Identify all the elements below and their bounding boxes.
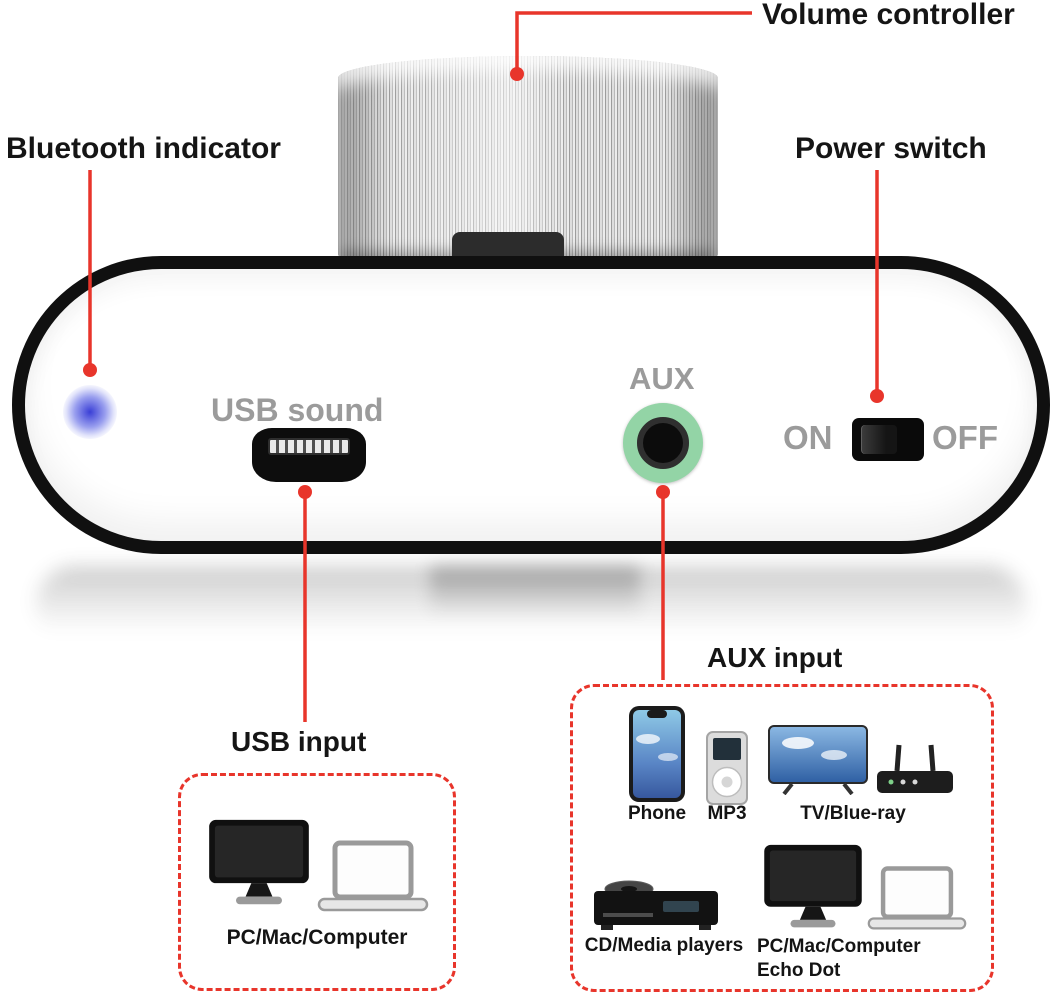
pc-mac-computer-label: PC/Mac/Computer Echo Dot (757, 935, 921, 983)
phone-icon (629, 706, 685, 802)
aux-devices-box: Phone MP3 TV/Blue-ray CD/Media players P… (570, 684, 994, 992)
power-switch-knob (861, 425, 897, 454)
usb-sound-label: USB sound (211, 392, 384, 428)
tv-icon (768, 725, 868, 795)
usb-devices-box: PC/Mac/Computer (178, 773, 456, 991)
bluetooth-indicator-callout: Bluetooth indicator (6, 132, 281, 165)
bluetooth-led-indicator (63, 385, 117, 439)
on-label: ON (783, 419, 833, 456)
aux-jack-port (623, 403, 703, 483)
usb-devices-caption: PC/Mac/Computer (226, 926, 408, 949)
aux-input-callout: AUX input (707, 642, 843, 673)
power-switch-callout: Power switch (795, 132, 987, 165)
device-reflection (36, 566, 1026, 644)
power-switch (852, 418, 924, 461)
desktop-monitor-icon (764, 844, 862, 928)
router-icon (877, 744, 953, 793)
desktop-monitor-icon (209, 819, 309, 905)
volume-controller-callout: Volume controller (762, 0, 1015, 31)
mp3-player-icon (706, 731, 748, 805)
cd-player-icon (594, 880, 718, 930)
cd-media-players-label: CD/Media players (584, 935, 744, 956)
amplifier-front-panel (12, 256, 1050, 554)
tv-bluray-label: TV/Blue-ray (800, 803, 906, 824)
knob-reflection (430, 566, 640, 618)
micro-usb-port (252, 428, 366, 482)
usb-input-callout: USB input (231, 726, 367, 757)
off-label: OFF (932, 419, 998, 456)
knob-stem (452, 232, 564, 260)
pc-label-line1: PC/Mac/Computer (757, 936, 921, 957)
laptop-icon (867, 866, 967, 930)
laptop-icon (317, 840, 429, 912)
phone-label: Phone (627, 803, 687, 824)
volume-knob (338, 56, 718, 258)
pc-label-line2: Echo Dot (757, 960, 841, 981)
aux-port-label: AUX (629, 361, 695, 396)
mp3-label: MP3 (707, 803, 747, 824)
